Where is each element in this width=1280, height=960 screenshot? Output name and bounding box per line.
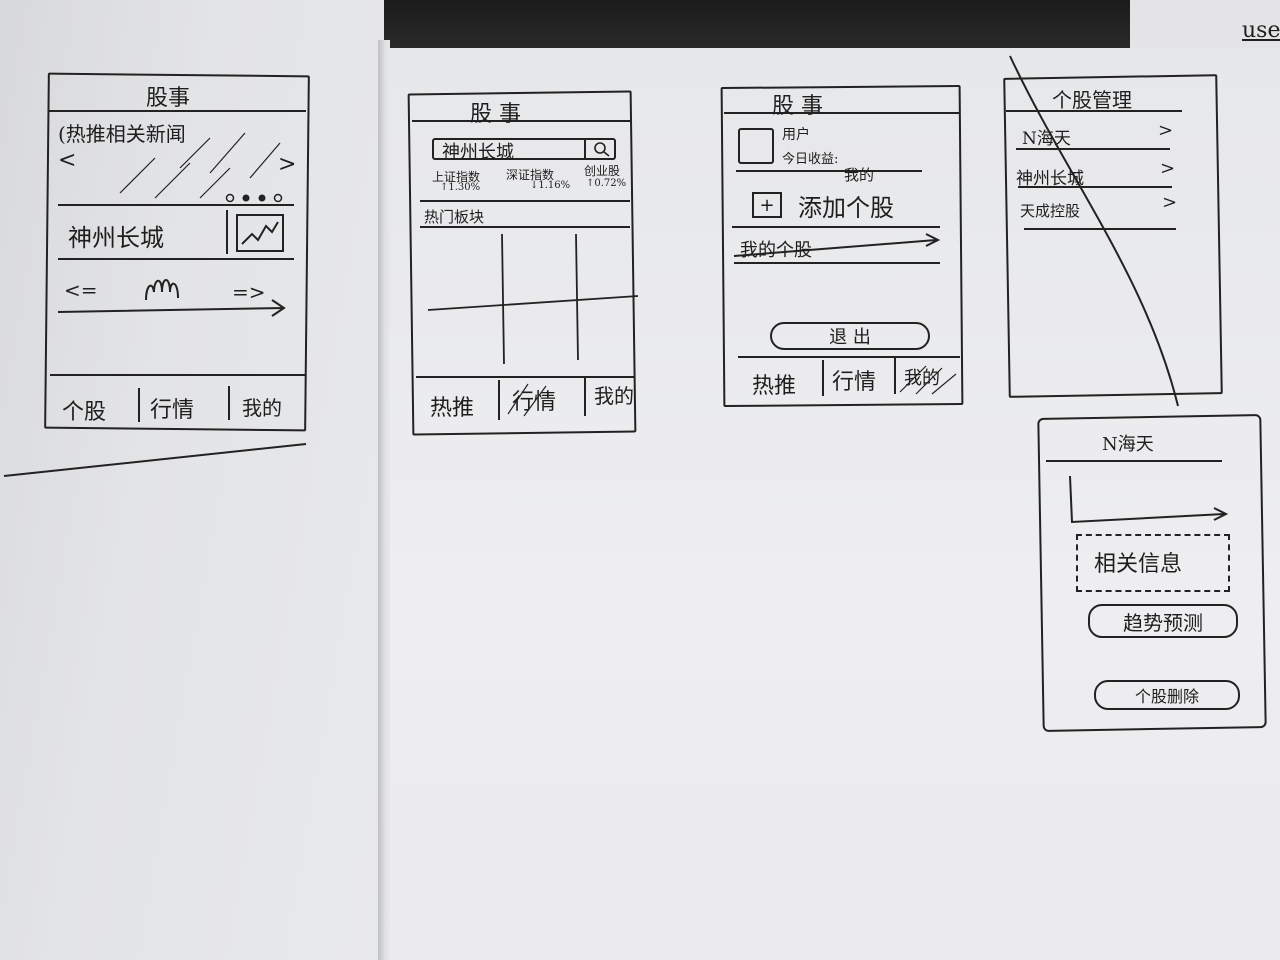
banner-prev-button[interactable]: < [58, 148, 77, 173]
plus-icon: + [759, 194, 775, 216]
index-chinext-name[interactable]: 创业股 [584, 164, 621, 178]
screen3-title: 股 事 [772, 94, 823, 119]
tab-mine[interactable]: 我的 [594, 384, 634, 408]
stock-item-label[interactable]: 天成控股 [1020, 202, 1081, 220]
tab-selected-hatch [899, 365, 957, 395]
tab-hot[interactable]: 热推 [430, 396, 475, 421]
notebook-left-page [0, 0, 384, 960]
add-stock-note: 我的 [844, 166, 875, 184]
sector-grid [427, 233, 639, 365]
hand-gesture-icon [145, 279, 179, 301]
delete-stock-button[interactable]: 个股删除 [1094, 680, 1240, 710]
banner-next-button[interactable]: > [278, 152, 297, 177]
stock-item-label[interactable]: N海天 [1022, 129, 1071, 149]
search-icon[interactable] [592, 140, 612, 158]
index-shenzhen-change: ↓1.16% [530, 180, 571, 191]
swipe-right-hint[interactable]: => [232, 280, 266, 304]
stock-name[interactable]: 神州长城 [68, 224, 164, 252]
notebook-spine [378, 40, 390, 960]
price-chart-axes [1069, 475, 1229, 524]
cross-out-line [1009, 55, 1179, 407]
tab-mine[interactable]: 我的 [904, 368, 940, 389]
add-stock-button[interactable]: + [752, 192, 782, 218]
today-earnings-label: 今日收益: [782, 152, 839, 167]
carousel-dots [225, 193, 283, 203]
news-banner-hatching [119, 132, 281, 199]
screen4-title: 个股管理 [1052, 88, 1132, 112]
index-shanghai-change: ↑1.30% [440, 182, 481, 193]
chevron-right-icon[interactable]: > [1162, 192, 1178, 213]
avatar[interactable] [738, 128, 774, 164]
search-value: 神州长城 [442, 142, 514, 163]
add-stock-label[interactable]: 添加个股 [798, 194, 894, 222]
trend-chart-icon [241, 221, 279, 245]
corner-text: use [1242, 18, 1280, 43]
news-banner-label: (热推相关新闻 [58, 122, 186, 146]
index-chinext-change: ↑0.72% [586, 178, 627, 189]
tab-hot[interactable]: 热推 [752, 374, 797, 399]
swipe-left-hint[interactable]: <= [64, 278, 98, 302]
related-info-label: 相关信息 [1094, 552, 1183, 577]
search-input[interactable]: 神州长城 [432, 138, 616, 163]
tab-market[interactable]: 行情 [150, 398, 195, 423]
tab-selected-hatch [507, 383, 547, 417]
screen2-title: 股 事 [470, 102, 521, 127]
username: 用户 [782, 127, 810, 143]
stock-chart-button[interactable] [236, 214, 284, 252]
screen5-title: N海天 [1102, 434, 1154, 455]
strike-through [733, 233, 941, 257]
hot-sectors-label: 热门板块 [424, 208, 485, 226]
my-stocks-link[interactable]: 我的个股 [740, 240, 812, 261]
related-info-box [1076, 534, 1230, 592]
tab-market[interactable]: 行情 [832, 370, 877, 395]
page-crease [3, 443, 307, 477]
logout-button[interactable]: 退 出 [770, 322, 930, 350]
chevron-right-icon[interactable]: > [1160, 158, 1176, 179]
screen1-title: 股事 [146, 86, 191, 111]
swipe-arrow-line [57, 299, 286, 317]
tab-stocks[interactable]: 个股 [62, 400, 107, 425]
index-shenzhen-name[interactable]: 深证指数 [506, 168, 555, 182]
chevron-right-icon[interactable]: > [1158, 120, 1174, 141]
stock-item-label[interactable]: 神州长城 [1016, 169, 1084, 189]
desk-shadow [384, 0, 1144, 56]
tab-mine[interactable]: 我的 [242, 396, 282, 420]
index-shanghai-name[interactable]: 上证指数 [432, 170, 481, 184]
trend-predict-button[interactable]: 趋势预测 [1088, 604, 1238, 638]
